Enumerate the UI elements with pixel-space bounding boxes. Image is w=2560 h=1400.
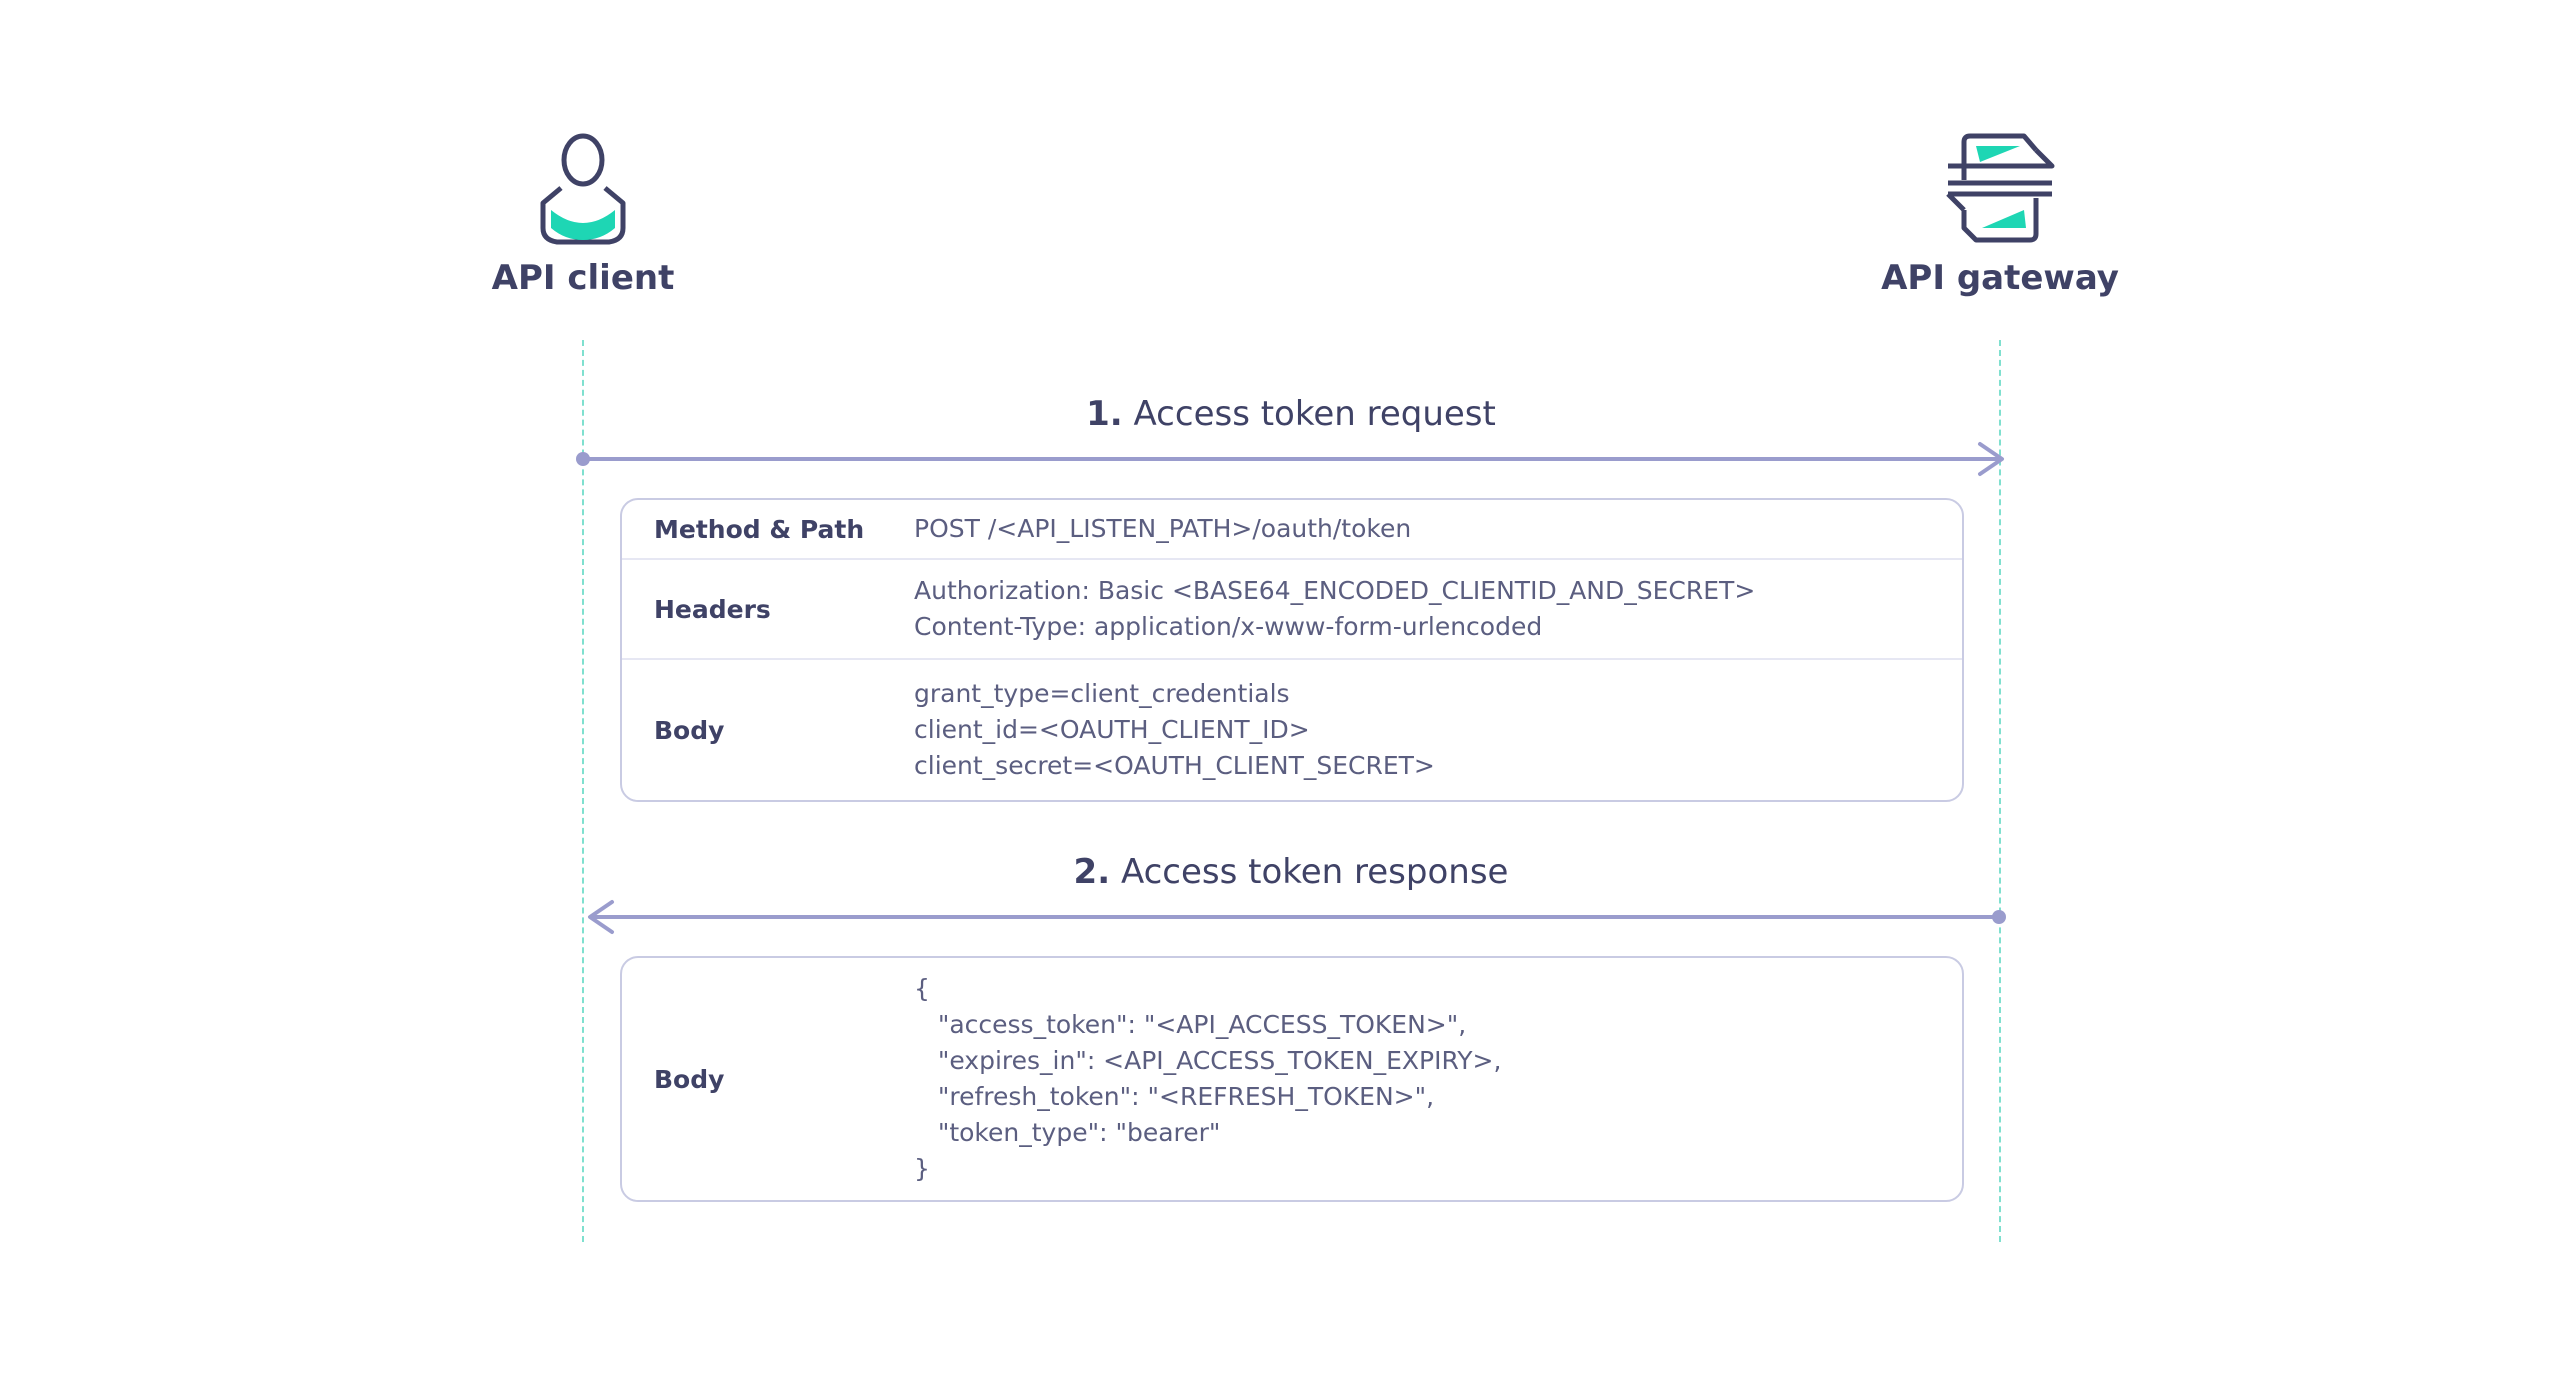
row-label: Method & Path	[654, 514, 865, 544]
request-row-headers: Headers Authorization: Basic <BASE64_ENC…	[622, 560, 1962, 660]
response-title: 2. Access token response	[583, 852, 1999, 892]
value-line: Authorization: Basic <BASE64_ENCODED_CLI…	[914, 576, 1756, 605]
response-arrow	[588, 900, 2006, 934]
request-title: 1. Access token request	[583, 394, 1999, 434]
row-values: Authorization: Basic <BASE64_ENCODED_CLI…	[914, 573, 1755, 645]
row-values: POST /<API_LISTEN_PATH>/oauth/token	[914, 511, 1411, 547]
row-label: Headers	[654, 594, 771, 624]
row-label: Body	[654, 715, 725, 745]
request-number: 1.	[1086, 394, 1123, 434]
gateway-icon	[1946, 133, 2055, 243]
request-arrow	[576, 442, 2004, 476]
actor-client-name: API client	[491, 258, 675, 298]
value-line: "refresh_token": "<REFRESH_TOKEN>",	[914, 1082, 1435, 1111]
value-line: client_secret=<OAUTH_CLIENT_SECRET>	[914, 751, 1435, 780]
actor-api-gateway: API gateway	[1870, 128, 2130, 298]
request-title-text: Access token request	[1133, 394, 1496, 434]
response-row-body: Body { "access_token": "<API_ACCESS_TOKE…	[622, 958, 1962, 1200]
actor-gateway-name: API gateway	[1881, 258, 2119, 298]
value-line: POST /<API_LISTEN_PATH>/oauth/token	[914, 514, 1412, 543]
actor-api-client: API client	[453, 128, 713, 298]
value-line: "access_token": "<API_ACCESS_TOKEN>",	[914, 1010, 1467, 1039]
row-values: { "access_token": "<API_ACCESS_TOKEN>", …	[914, 971, 1501, 1187]
value-line: grant_type=client_credentials	[914, 679, 1290, 708]
value-line: client_id=<OAUTH_CLIENT_ID>	[914, 715, 1310, 744]
row-values: grant_type=client_credentials client_id=…	[914, 676, 1435, 784]
value-line: }	[914, 1154, 930, 1183]
response-number: 2.	[1073, 852, 1111, 892]
user-icon	[540, 133, 626, 245]
response-title-text: Access token response	[1120, 852, 1509, 892]
request-details-box: Method & Path POST /<API_LISTEN_PATH>/oa…	[620, 498, 1964, 802]
response-details-box: Body { "access_token": "<API_ACCESS_TOKE…	[620, 956, 1964, 1202]
row-label: Body	[654, 1064, 725, 1094]
client-lifeline	[582, 340, 584, 1242]
request-row-method: Method & Path POST /<API_LISTEN_PATH>/oa…	[622, 500, 1962, 560]
value-line: "expires_in": <API_ACCESS_TOKEN_EXPIRY>,	[914, 1046, 1502, 1075]
request-row-body: Body grant_type=client_credentials clien…	[622, 660, 1962, 800]
value-line: Content-Type: application/x-www-form-url…	[914, 612, 1543, 641]
value-line: {	[914, 974, 930, 1003]
value-line: "token_type": "bearer"	[914, 1118, 1221, 1147]
gateway-lifeline	[1999, 340, 2001, 1242]
